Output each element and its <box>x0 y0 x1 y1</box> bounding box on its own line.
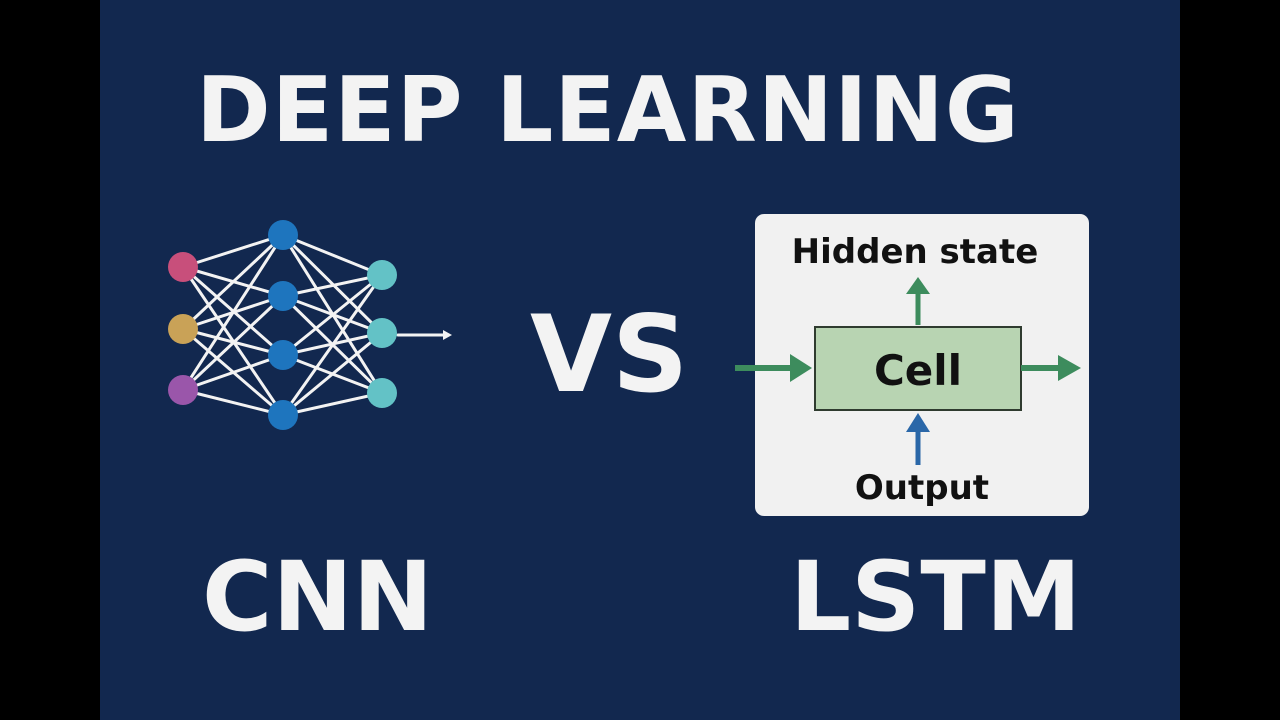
right-arrow-icon-input <box>790 354 812 382</box>
connection-input3-hidden2 <box>181 294 285 392</box>
cell-box <box>814 326 1022 411</box>
right-arrow-icon-output <box>1058 355 1081 381</box>
lstm-label: LSTM <box>790 541 1082 653</box>
output-node-2 <box>367 318 397 348</box>
connection-input3-hidden1 <box>181 233 285 392</box>
input-node-orange <box>168 314 198 344</box>
hidden-node-4 <box>268 400 298 430</box>
hidden-node-2 <box>268 281 298 311</box>
diagram-graphics: Hidden state Output Cell <box>168 214 1089 516</box>
up-arrow-icon-green <box>906 277 930 294</box>
main-title: DEEP LEARNING <box>196 58 1020 163</box>
connection-input1-hidden1 <box>181 233 285 269</box>
connection-input3-hidden4 <box>181 388 285 417</box>
hidden-node-1 <box>268 220 298 250</box>
output-label: Output <box>855 468 989 508</box>
output-node-1 <box>367 260 397 290</box>
connection-hidden2-output1 <box>281 273 384 298</box>
cell-label: Cell <box>874 346 962 395</box>
input-node-purple <box>168 375 198 405</box>
input-node-pink <box>168 252 198 282</box>
up-arrow-icon-blue <box>906 413 930 432</box>
hidden-state-label: Hidden state <box>792 232 1039 272</box>
connection-input2-hidden1 <box>181 233 285 331</box>
connection-hidden3-output1 <box>281 273 384 357</box>
cnn-label: CNN <box>202 541 434 653</box>
connection-hidden4-output1 <box>281 273 384 417</box>
hidden-node-3 <box>268 340 298 370</box>
output-node-3 <box>367 378 397 408</box>
thumbnail-panel: DEEP LEARNING <box>100 0 1180 720</box>
lstm-diagram: Hidden state Output Cell <box>735 214 1089 516</box>
network-connections <box>181 233 447 417</box>
connection-input3-hidden3 <box>181 353 285 392</box>
cnn-network-diagram <box>168 220 452 430</box>
cnn-output-arrow-icon <box>443 330 452 340</box>
connection-hidden1-output1 <box>281 233 384 277</box>
vs-label: VS <box>530 293 689 416</box>
connection-hidden4-output3 <box>281 391 384 417</box>
connection-hidden4-output2 <box>281 331 384 417</box>
